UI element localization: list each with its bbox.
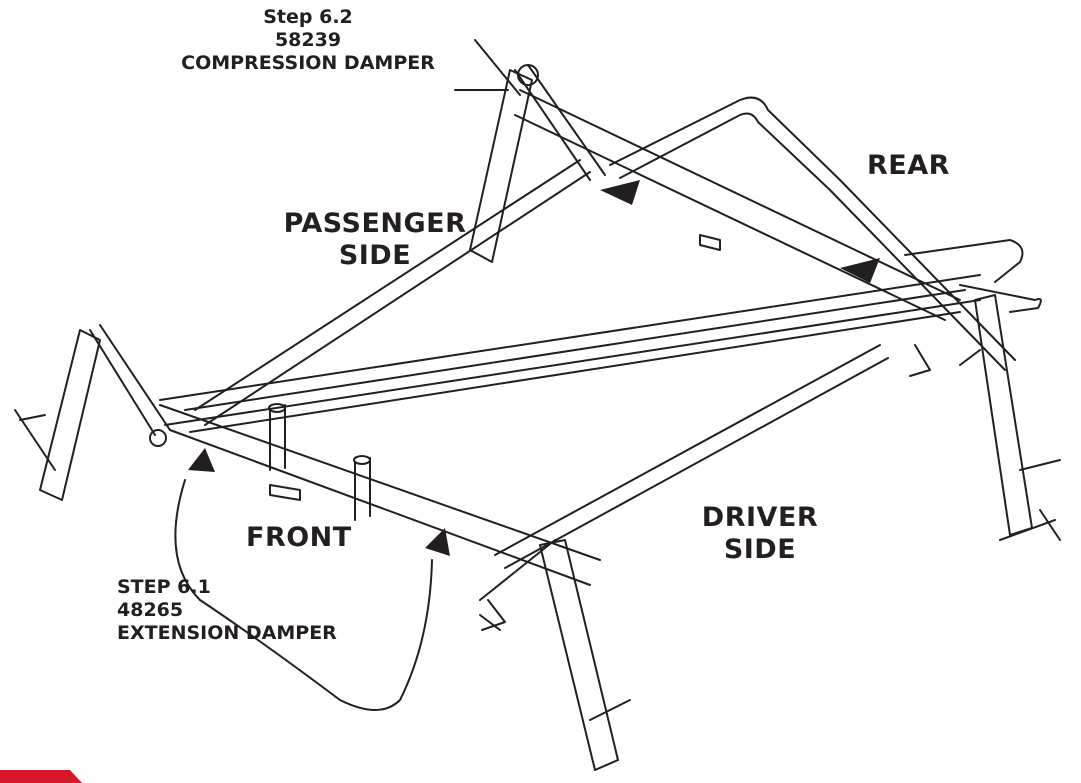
front-passenger-leg [14, 324, 171, 501]
front-driver-leg [479, 539, 631, 771]
rear-crossbar [494, 344, 889, 569]
compression-damper-part-number: 58239 [274, 28, 342, 51]
compression-damper-callout: Step 6.2 58239 COMPRESSION DAMPER [158, 6, 458, 74]
clamp-feet [269, 234, 931, 631]
passenger-side-label-line2: SIDE [338, 240, 412, 272]
driver-side-rail [159, 274, 981, 433]
front-crossbar [194, 159, 591, 426]
compression-damper-step: Step 6.2 [263, 6, 353, 28]
corner-accent [0, 770, 82, 783]
extension-damper-step: STEP 6.1 [117, 576, 211, 598]
passenger-side-label-line1: PASSENGER [283, 208, 467, 239]
compression-damper-arrow-rear [840, 258, 880, 283]
compression-damper-arrow [600, 180, 640, 205]
driver-side-label-line1: DRIVER [701, 502, 819, 533]
extension-damper-callout: STEP 6.1 48265 EXTENSION DAMPER [117, 576, 337, 644]
extension-damper-part-number: 48265 [117, 598, 184, 621]
extension-damper-part-name: EXTENSION DAMPER [117, 621, 337, 644]
compression-damper-part-name: COMPRESSION DAMPER [181, 51, 435, 74]
rear-load-stop [609, 96, 1042, 371]
extension-damper-arrow-lower [425, 528, 450, 556]
passenger-side-label: PASSENGER SIDE [270, 208, 480, 273]
extension-damper-arrow-upper [188, 448, 215, 472]
front-label: FRONT [246, 522, 352, 553]
passenger-side-rail [159, 89, 961, 586]
front-stake-pins [268, 403, 371, 521]
rear-driver-leg [959, 294, 1061, 541]
rear-label: REAR [867, 150, 950, 181]
driver-side-label-line2: SIDE [723, 534, 797, 566]
rear-passenger-leg [469, 39, 606, 263]
driver-side-label: DRIVER SIDE [690, 502, 830, 567]
extension-damper-leader-curve [174, 479, 433, 711]
